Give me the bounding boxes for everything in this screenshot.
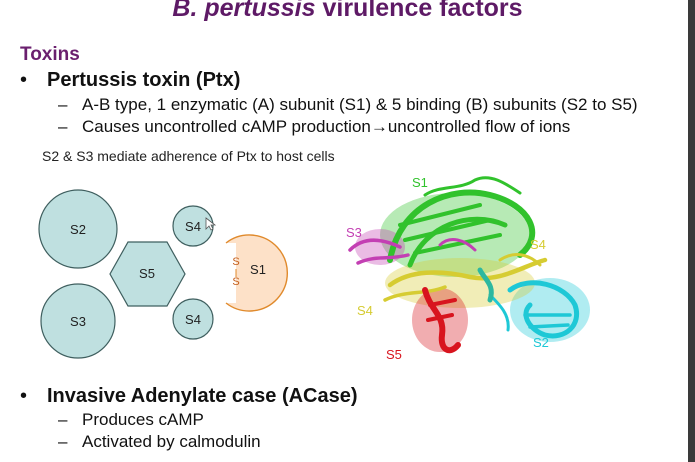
label-s2: S2 bbox=[70, 222, 86, 237]
s4-top-shape bbox=[172, 205, 214, 247]
s1-ribbon bbox=[398, 203, 502, 255]
s4-ribbon bbox=[387, 257, 548, 288]
protein-label-s2: S2 bbox=[533, 335, 549, 350]
slide-title: B. pertussis virulence factors bbox=[0, 0, 695, 22]
s4-domain bbox=[385, 258, 535, 308]
ptx-protein-structure: S1 S3 S4 S4 S5 S2 bbox=[346, 175, 590, 362]
protein-label-s4-left: S4 bbox=[357, 303, 373, 318]
label-link-s-2: S bbox=[232, 276, 239, 288]
s1-ribbon bbox=[423, 176, 522, 197]
s1-shape bbox=[226, 235, 288, 311]
sub-bullet: –Activated by calmodulin bbox=[58, 432, 261, 451]
s4-ribbon bbox=[498, 253, 542, 267]
s4-bottom-shape bbox=[172, 298, 214, 340]
s2-ribbon bbox=[507, 280, 579, 339]
s5-shape bbox=[109, 241, 186, 307]
label-s4-top: S4 bbox=[185, 219, 201, 234]
sub-bullet: –Produces cAMP bbox=[58, 410, 204, 429]
protein-label-s3: S3 bbox=[346, 225, 362, 240]
bullet-ptx: • Pertussis toxin (Ptx) bbox=[20, 69, 241, 92]
label-link-s-1: S bbox=[232, 256, 239, 268]
label-s1: S1 bbox=[250, 262, 266, 277]
bullet-dot: • bbox=[20, 69, 28, 91]
sub-bullet-text: Activated by calmodulin bbox=[82, 432, 261, 451]
s3-ribbon bbox=[348, 238, 410, 265]
s2-ribbon bbox=[523, 313, 572, 329]
protein-label-s4-right: S4 bbox=[530, 237, 546, 252]
diagram-caption: S2 & S3 mediate adherence of Ptx to host… bbox=[42, 148, 335, 164]
cursor-icon bbox=[205, 217, 217, 231]
label-s4-bottom: S4 bbox=[185, 312, 201, 327]
label-s5: S5 bbox=[139, 266, 155, 281]
title-italic: B. pertussis bbox=[172, 0, 316, 22]
sub-bullet-text: Produces cAMP bbox=[82, 410, 204, 429]
title-rest: virulence factors bbox=[315, 0, 523, 22]
s2-shape bbox=[38, 189, 118, 269]
sub-bullet-text: Causes uncontrolled cAMP production→unco… bbox=[82, 117, 571, 136]
sub-bullet: –Causes uncontrolled cAMP production→unc… bbox=[58, 117, 571, 136]
s3-ribbon bbox=[438, 238, 477, 252]
window-edge bbox=[688, 0, 695, 462]
s5-ribbon bbox=[426, 298, 457, 322]
helix-ribbon bbox=[477, 267, 494, 303]
s1-outline bbox=[225, 234, 289, 312]
protein-label-s1: S1 bbox=[412, 175, 428, 190]
sub-bullet: –A-B type, 1 enzymatic (A) subunit (S1) … bbox=[58, 95, 638, 114]
bullet-ptx-label: Pertussis toxin (Ptx) bbox=[47, 69, 241, 91]
bullet-dot: • bbox=[20, 385, 28, 407]
protein-label-s5: S5 bbox=[386, 347, 402, 362]
sub-bullet-text: A-B type, 1 enzymatic (A) subunit (S1) &… bbox=[82, 95, 638, 114]
ptx-subunit-diagram: S2 S3 S4 S5 S4 S1 S S bbox=[38, 189, 289, 359]
s4-ribbon bbox=[383, 285, 447, 302]
section-heading: Toxins bbox=[20, 44, 80, 65]
bullet-acase: • Invasive Adenylate case (ACase) bbox=[20, 385, 358, 408]
s3-shape bbox=[40, 283, 116, 359]
bullet-acase-label: Invasive Adenylate case (ACase) bbox=[47, 385, 358, 407]
label-s3: S3 bbox=[70, 314, 86, 329]
